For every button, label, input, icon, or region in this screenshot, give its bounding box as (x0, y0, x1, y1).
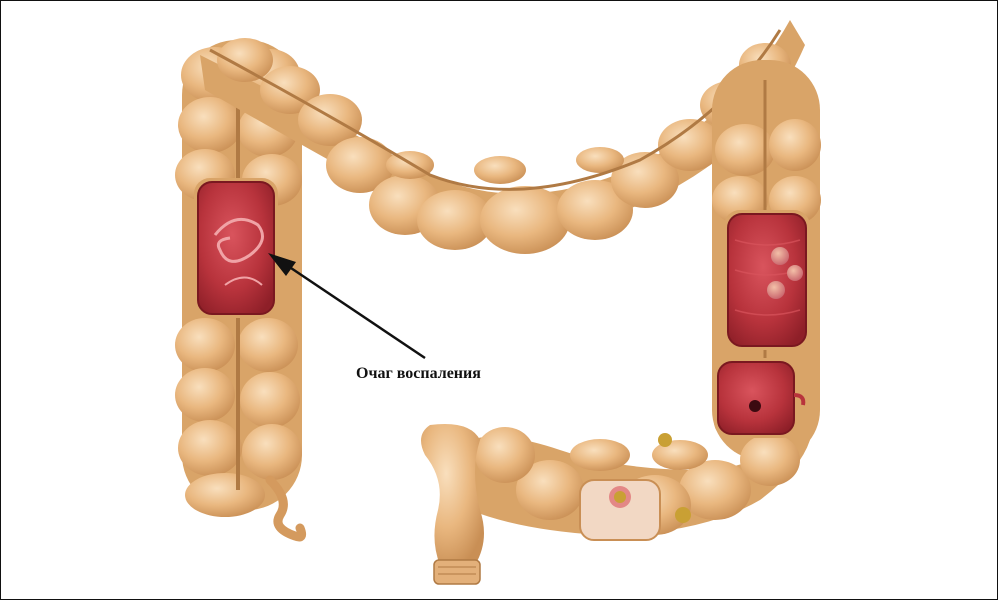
rectum (421, 424, 484, 585)
sigmoid-colon (470, 427, 810, 541)
polyps-window (724, 210, 810, 350)
inflammation-label: Очаг воспаления (356, 365, 481, 382)
pointer-arrow (268, 253, 426, 360)
inflammation-focus (194, 178, 278, 318)
ulcer-window (714, 358, 806, 438)
